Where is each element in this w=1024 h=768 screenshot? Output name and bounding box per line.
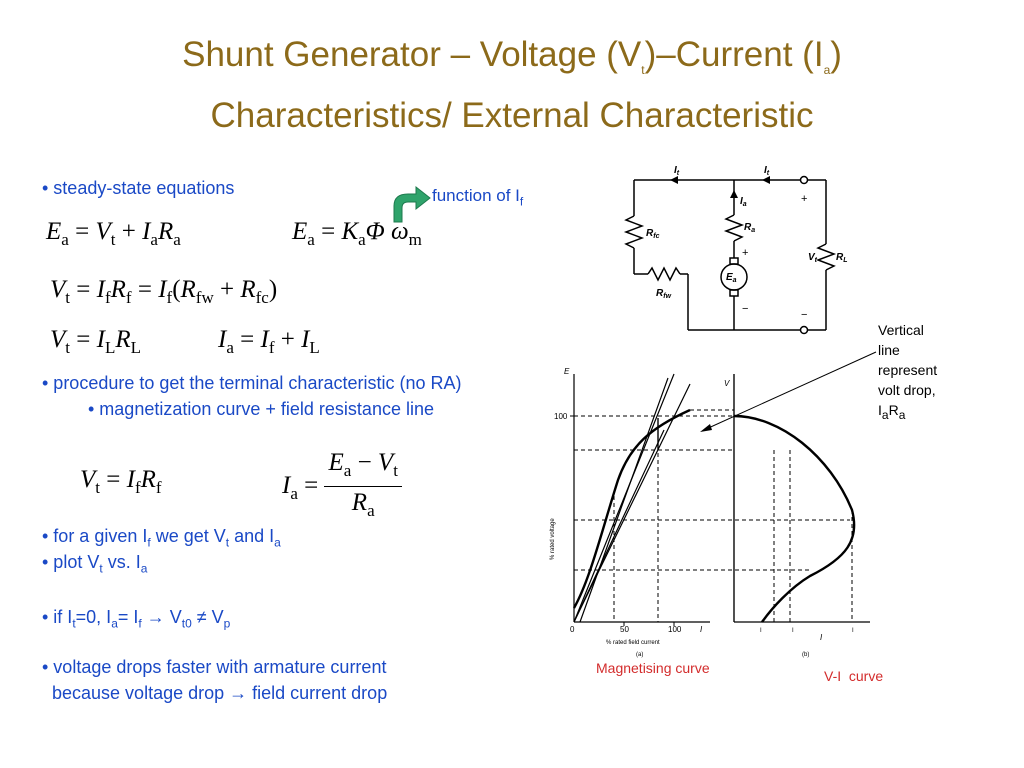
magnetising-curve-caption: Magnetising curve bbox=[596, 660, 710, 676]
bullet-voltage-drops: • voltage drops faster with armature cur… bbox=[42, 657, 387, 677]
svg-text:Ia: Ia bbox=[740, 196, 747, 208]
svg-text:100: 100 bbox=[668, 625, 682, 634]
eq-ia-if-il: Ia = If + IL bbox=[218, 326, 320, 357]
eq-ea-vt: Ea = Vt + IaRa bbox=[46, 218, 181, 249]
bullet-plot: • plot Vt vs. Ia bbox=[42, 552, 148, 576]
bullet-because: because voltage drop → field current dro… bbox=[42, 683, 388, 703]
svg-text:RL: RL bbox=[836, 252, 848, 264]
bullet-procedure: • procedure to get the terminal characte… bbox=[42, 373, 462, 393]
svg-text:I: I bbox=[820, 633, 823, 642]
svg-text:It: It bbox=[764, 165, 770, 177]
svg-text:Ea: Ea bbox=[726, 272, 737, 284]
eq-vt-il: Vt = ILRL bbox=[50, 326, 142, 357]
svg-text:Vt: Vt bbox=[808, 252, 818, 264]
note-pointer-line bbox=[700, 351, 877, 432]
bullet-for-given-if: • for a given If we get Vt and Ia bbox=[42, 526, 281, 550]
svg-text:V: V bbox=[724, 379, 730, 388]
svg-text:100: 100 bbox=[554, 412, 568, 421]
bullet-steady-state: • steady-state equations bbox=[42, 178, 235, 198]
svg-text:% rated field current: % rated field current bbox=[606, 640, 660, 646]
eq-vt-ifrf: Vt = IfRf bbox=[80, 466, 162, 497]
shunt-generator-circuit: It It Ia Ra Rfc Rfw Ea Vt RL + − + − bbox=[623, 165, 848, 335]
title-line-2: Characteristics/ External Characteristic bbox=[210, 96, 814, 135]
slide-title: Shunt Generator – Voltage (Vt)–Current (… bbox=[60, 32, 964, 138]
svg-text:Ra: Ra bbox=[744, 222, 755, 234]
svg-text:0: 0 bbox=[570, 625, 575, 634]
svg-text:Rfw: Rfw bbox=[656, 288, 672, 300]
svg-text:I: I bbox=[792, 628, 794, 634]
svg-text:(a): (a) bbox=[636, 652, 643, 658]
svg-text:E: E bbox=[564, 367, 570, 376]
eq-vt-if: Vt = IfRf = If(Rfw + Rfc) bbox=[50, 276, 278, 307]
eq-ea-kphi: Ea = KaΦ ωm bbox=[292, 218, 422, 249]
title-line-1: Shunt Generator – Voltage (Vt)–Current (… bbox=[182, 35, 842, 77]
function-of-if: function of If bbox=[432, 186, 524, 209]
svg-text:−: − bbox=[742, 303, 748, 315]
svg-text:I: I bbox=[700, 625, 703, 634]
svg-text:It: It bbox=[674, 165, 680, 177]
bullet-magnetization: • magnetization curve + field resistance… bbox=[88, 399, 434, 419]
vertical-line-note: Vertical line represent volt drop, IaRa bbox=[878, 322, 938, 422]
svg-text:50: 50 bbox=[620, 625, 629, 634]
svg-text:−: − bbox=[801, 309, 807, 321]
svg-text:Rfc: Rfc bbox=[646, 228, 660, 240]
svg-text:% rated voltage: % rated voltage bbox=[550, 518, 556, 560]
svg-text:I: I bbox=[760, 628, 762, 634]
vi-curve-caption: V-I curve bbox=[824, 668, 884, 684]
svg-text:(b): (b) bbox=[802, 652, 809, 658]
svg-text:+: + bbox=[742, 247, 748, 259]
characteristic-graphs: 100 0 50 100 E I V I % rated field curre… bbox=[550, 367, 870, 658]
svg-text:+: + bbox=[801, 193, 807, 205]
curved-arrow-icon bbox=[393, 185, 431, 223]
svg-text:I: I bbox=[852, 628, 854, 634]
bullet-if-it-zero: • if It=0, Ia= If → Vt0 ≠ Vp bbox=[42, 607, 231, 631]
